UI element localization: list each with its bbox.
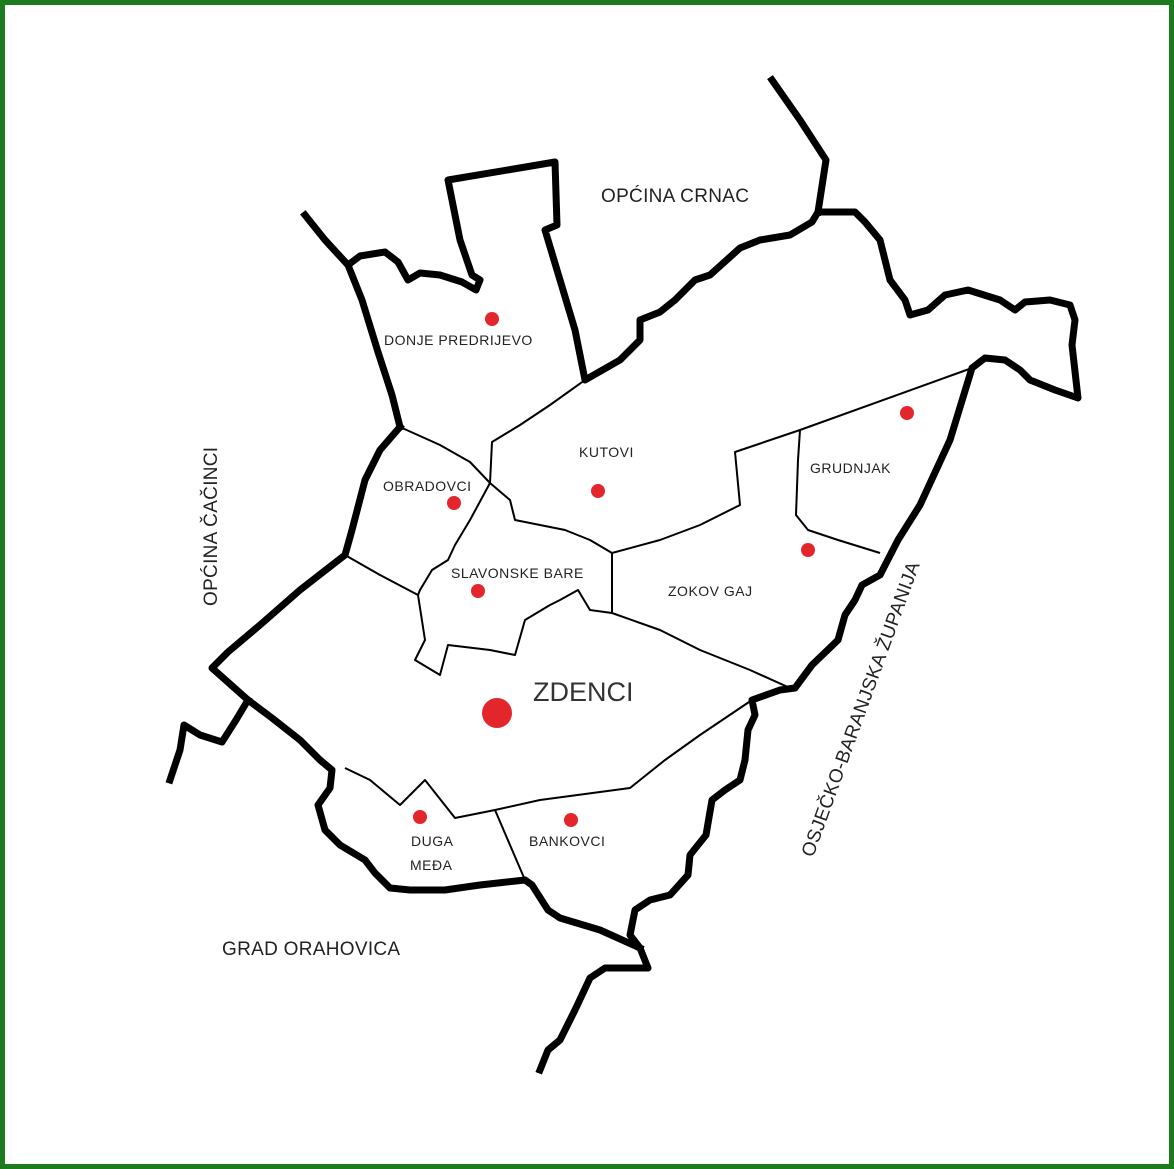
settlement-label-slavonske-bare: SLAVONSKE BARE [451, 565, 584, 581]
settlement-label-zdenci: ZDENCI [533, 677, 634, 707]
boundary-west-spur [165, 695, 253, 785]
settlement-label-zokov-gaj: ZOKOV GAJ [668, 583, 753, 599]
settlement-dot-zokov-gaj [801, 543, 815, 557]
settlement-label-duga: DUGA [411, 833, 454, 849]
settlement-dot-grudnjak [900, 406, 914, 420]
settlement-label-meda: MEĐA [410, 857, 453, 873]
settlement-dot-slavonske-bare [471, 584, 485, 598]
settlement-dot-donje-predrijevo [485, 312, 499, 326]
settlement-label-obradovci: OBRADOVCI [383, 478, 472, 494]
settlement-dot-bankovci [564, 813, 578, 827]
inner-boundary [399, 426, 613, 554]
settlement-label-kutovi: KUTOVI [579, 444, 634, 460]
inner-boundary [344, 553, 613, 676]
neighbour-label-southwest: GRAD ORAHOVICA [222, 939, 400, 960]
boundary-south-west [208, 422, 645, 953]
inner-boundary [344, 699, 753, 819]
inner-boundary [611, 612, 791, 689]
settlement-dot-duga-meda [413, 810, 427, 824]
municipality-boundary [344, 158, 1082, 1075]
inner-boundary [795, 429, 881, 554]
boundary-north-spur [767, 75, 830, 216]
neighbour-label-east: OSJEČKO-BARANJSKA ŽUPANIJA [797, 558, 925, 859]
settlement-label-donje-predrijevo: DONJE PREDRIJEVO [384, 332, 533, 348]
settlement-dot-zdenci [482, 698, 512, 728]
settlement-dot-obradovci [447, 496, 461, 510]
boundary-north-west-spur [300, 210, 353, 270]
inner-boundary [494, 809, 526, 881]
inner-boundary [417, 482, 491, 596]
settlement-label-bankovci: BANKOVCI [529, 833, 605, 849]
settlement-dot-kutovi [591, 484, 605, 498]
inner-boundary [489, 379, 586, 484]
settlement-label-grudnjak: GRUDNJAK [810, 460, 891, 476]
neighbour-label-north: OPĆINA CRNAC [601, 185, 749, 207]
neighbour-label-west: OPĆINA ČAČINCI [200, 447, 222, 606]
inner-boundary [611, 367, 973, 554]
